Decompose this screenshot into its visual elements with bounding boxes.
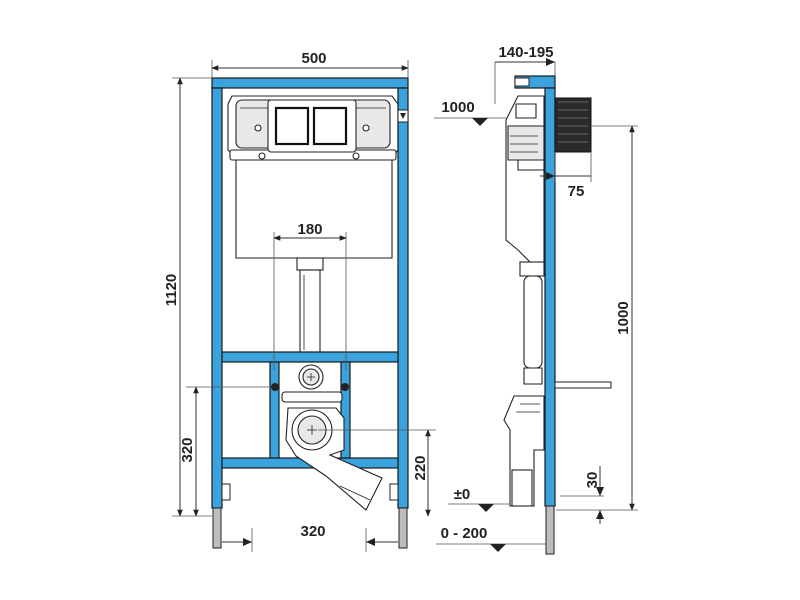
flush-button-right — [312, 106, 348, 146]
inlet-height-label: 220 — [412, 455, 429, 480]
floor-offset-label: 30 — [584, 472, 601, 489]
right-leg — [398, 507, 408, 549]
front-view: 500 1120 180 320 220 — [163, 50, 436, 552]
total-height-label: 1000 — [615, 301, 632, 334]
dim-inlet-height: 220 — [318, 429, 436, 517]
side-support-arm — [554, 381, 612, 389]
dim-height: 1120 — [163, 77, 212, 517]
button-height-label: 1000 — [441, 99, 474, 116]
drain-elbow — [285, 407, 383, 511]
cistern — [227, 95, 399, 259]
dim-bolt-spacing: 320 — [222, 523, 398, 552]
outlet-height-label: 320 — [179, 437, 196, 462]
flush-button-left — [274, 106, 310, 146]
dim-adjust-range: 0 - 200 — [436, 525, 546, 552]
height-label: 1120 — [163, 274, 180, 307]
dim-floor-level: ±0 — [448, 486, 510, 512]
left-leg — [212, 507, 222, 549]
side-cistern — [505, 95, 545, 263]
inner-width-label: 180 — [297, 221, 322, 238]
dim-floor-offset: 30 — [560, 466, 604, 524]
adjust-range-label: 0 - 200 — [441, 525, 488, 542]
dim-button-height: 1000 — [434, 99, 506, 126]
floor-level-label: ±0 — [454, 486, 471, 503]
side-flush-pipe — [519, 261, 545, 385]
dim-total-height: 1000 — [556, 125, 638, 511]
dim-width: 500 — [211, 50, 409, 78]
dim-outlet-height: 320 — [179, 386, 270, 517]
side-drain — [503, 395, 545, 507]
dim-inner-width: 180 — [273, 221, 347, 370]
width-label: 500 — [301, 50, 326, 67]
side-frame-post — [514, 75, 556, 555]
flush-pipe — [296, 257, 324, 357]
dim-button-depth: 75 — [540, 152, 592, 200]
bolt-spacing-label: 320 — [300, 523, 325, 540]
side-button-housing — [554, 97, 592, 153]
inlet-fitting — [271, 364, 349, 403]
button-depth-label: 75 — [568, 183, 585, 200]
side-view: 140-195 1000 75 1000 — [434, 44, 638, 555]
depth-label: 140-195 — [498, 44, 553, 61]
dim-depth: 140-195 — [494, 44, 556, 104]
